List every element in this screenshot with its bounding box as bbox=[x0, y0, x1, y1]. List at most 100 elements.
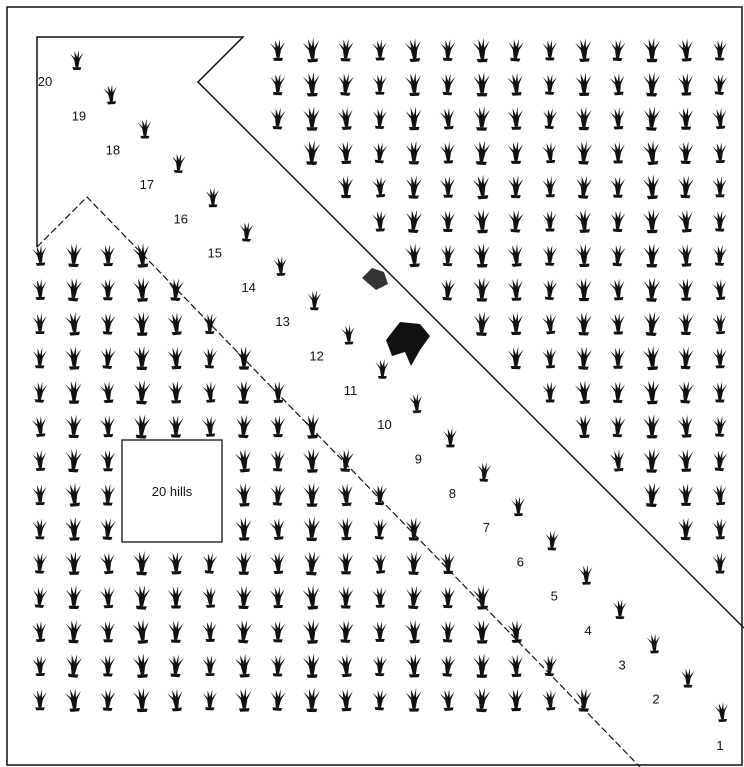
corn-plant-icon bbox=[405, 175, 422, 199]
corn-plant-icon bbox=[473, 277, 490, 302]
corn-plant-icon bbox=[507, 654, 524, 677]
corn-plant-icon bbox=[575, 278, 591, 302]
corn-plant-icon bbox=[642, 174, 660, 199]
corn-plant-icon bbox=[167, 688, 184, 712]
corn-plant-icon bbox=[643, 72, 660, 97]
corn-plant-icon bbox=[269, 107, 285, 130]
corn-plant-icon bbox=[32, 552, 47, 574]
corn-plant-icon bbox=[507, 619, 524, 643]
corn-plant-icon bbox=[167, 278, 184, 302]
hill-17-plant-icon bbox=[171, 153, 186, 174]
corn-plant-icon bbox=[32, 655, 47, 676]
corn-plant-icon bbox=[440, 39, 456, 61]
corn-plant-icon bbox=[100, 586, 116, 609]
corn-plant-icon bbox=[65, 448, 83, 473]
corn-plant-icon bbox=[507, 72, 524, 96]
corn-plant-icon bbox=[439, 107, 456, 130]
corn-plant-icon bbox=[642, 345, 660, 371]
corn-plant-icon bbox=[372, 108, 387, 130]
corn-plant-icon bbox=[472, 311, 490, 336]
corn-plant-icon bbox=[440, 210, 455, 232]
corn-plant-icon bbox=[712, 39, 727, 61]
corn-plant-icon bbox=[202, 655, 216, 676]
corn-plant-icon bbox=[542, 142, 558, 164]
corn-plant-icon bbox=[337, 620, 354, 644]
hill-4-plant-icon bbox=[613, 599, 627, 619]
hill-number-label: 11 bbox=[344, 383, 358, 398]
corn-plant-icon bbox=[372, 655, 387, 676]
corn-plant-icon bbox=[235, 517, 251, 541]
corn-plant-icon bbox=[303, 516, 320, 541]
corn-plant-icon bbox=[405, 107, 421, 131]
hill-9-plant-icon bbox=[443, 428, 457, 448]
corn-plant-icon bbox=[405, 141, 421, 165]
corn-plant-icon bbox=[473, 619, 490, 644]
corn-plant-icon bbox=[610, 210, 626, 233]
corn-plant-icon bbox=[65, 414, 82, 438]
corn-plant-icon bbox=[404, 38, 422, 63]
hill-number-label: 13 bbox=[275, 314, 289, 329]
corn-plant-icon bbox=[337, 586, 353, 609]
corn-plant-icon bbox=[642, 482, 660, 508]
corn-plant-icon bbox=[32, 347, 47, 368]
corn-plant-icon bbox=[64, 277, 82, 302]
corn-plant-icon bbox=[542, 278, 558, 300]
corn-plant-icon bbox=[372, 518, 388, 540]
corn-plant-icon bbox=[405, 688, 421, 712]
corn-plant-icon bbox=[372, 484, 387, 506]
corn-plant-icon bbox=[270, 415, 285, 437]
corn-plant-icon bbox=[677, 346, 694, 369]
corn-plant-icon bbox=[609, 415, 625, 438]
hill-number-label: 17 bbox=[140, 177, 154, 192]
corn-plant-icon bbox=[167, 312, 184, 336]
corn-plant-icon bbox=[32, 586, 48, 608]
corn-plant-icon bbox=[32, 279, 47, 300]
corn-plant-icon bbox=[677, 449, 693, 472]
corn-plant-icon bbox=[712, 553, 726, 574]
corn-plant-icon bbox=[167, 620, 183, 643]
corn-plant-icon bbox=[542, 244, 557, 265]
hill-16-plant-icon bbox=[205, 187, 219, 207]
corn-plant-icon bbox=[303, 448, 320, 473]
hill-14-plant-icon bbox=[273, 256, 287, 276]
corn-plant-icon bbox=[542, 107, 558, 129]
corn-plant-icon bbox=[507, 278, 524, 301]
corn-plant-icon bbox=[712, 278, 728, 300]
corn-plant-icon bbox=[100, 655, 115, 677]
corn-plant-icon bbox=[542, 313, 558, 335]
corn-plant-icon bbox=[337, 688, 354, 711]
corn-plant-icon bbox=[337, 654, 354, 678]
corn-plant-icon bbox=[712, 108, 728, 130]
corn-plant-icon bbox=[270, 449, 286, 471]
corn-plant-icon bbox=[132, 653, 150, 678]
corn-plant-icon bbox=[337, 517, 353, 540]
corn-plant-icon bbox=[270, 39, 285, 61]
corn-plant-icon bbox=[270, 620, 285, 642]
corn-plant-icon bbox=[678, 278, 694, 301]
corn-plant-icon bbox=[712, 381, 727, 402]
corn-plant-icon bbox=[405, 551, 422, 575]
corn-plant-icon bbox=[132, 584, 150, 610]
corn-plant-icon bbox=[269, 688, 286, 711]
corn-plant-icon bbox=[234, 619, 252, 644]
corn-plant-icon bbox=[405, 619, 423, 644]
corn-plant-icon bbox=[65, 380, 81, 404]
corn-plant-icon bbox=[712, 347, 727, 368]
corn-plant-icon bbox=[575, 106, 591, 130]
corn-plant-icon bbox=[677, 38, 694, 62]
corn-plant-icon bbox=[472, 585, 490, 610]
corn-plant-icon bbox=[712, 484, 728, 506]
corn-plant-icon bbox=[235, 482, 252, 506]
corn-plant-icon bbox=[372, 142, 388, 164]
hill-10-plant-icon bbox=[409, 393, 424, 414]
corn-plant-icon bbox=[642, 140, 661, 166]
hill-number-label: 15 bbox=[208, 246, 222, 261]
corn-plant-icon bbox=[712, 415, 727, 437]
corn-plant-icon bbox=[302, 37, 320, 63]
corn-plant-icon bbox=[440, 141, 456, 164]
corn-plant-icon bbox=[643, 448, 660, 473]
corn-plant-icon bbox=[235, 585, 252, 609]
corn-plant-icon bbox=[507, 107, 523, 130]
corn-plant-icon bbox=[575, 72, 591, 96]
